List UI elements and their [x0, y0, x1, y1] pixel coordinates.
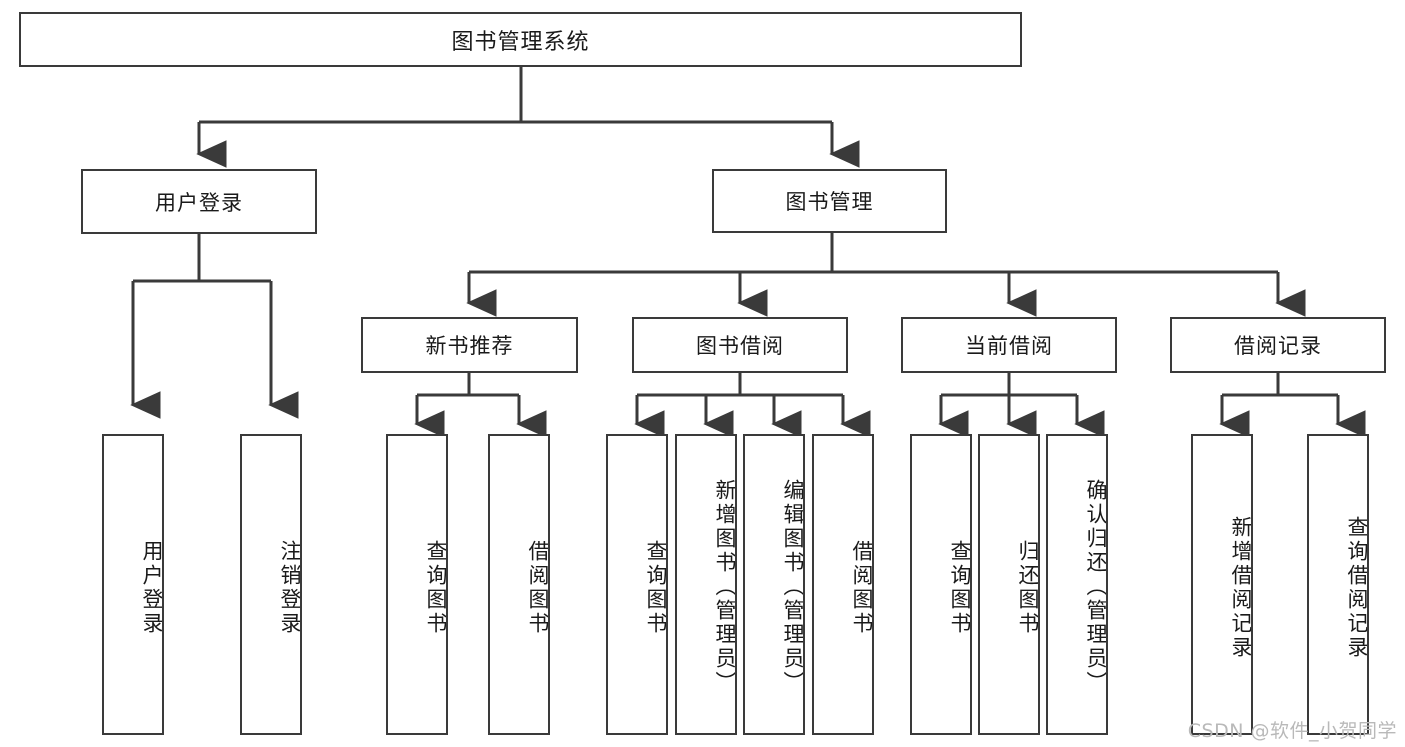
watermark-text: CSDN @软件_小贺同学 [1187, 720, 1397, 742]
node-root-book-management-system[interactable]: 图书管理系统 [19, 12, 1022, 67]
leaf-book-borrow-add-admin[interactable]: 新增图书（管理员） [675, 434, 737, 735]
leaf-current-borrow-query[interactable]: 查询图书 [910, 434, 972, 735]
node-label: 图书管理系统 [451, 29, 590, 55]
node-book-management[interactable]: 图书管理 [712, 169, 947, 233]
node-label: 查询图书 [424, 539, 448, 636]
node-new-book-recommend[interactable]: 新书推荐 [361, 317, 578, 373]
node-label: 图书管理 [785, 190, 874, 214]
leaf-new-book-query[interactable]: 查询图书 [386, 434, 448, 735]
node-label: 确认归还（管理员） [1084, 478, 1108, 695]
node-book-borrow[interactable]: 图书借阅 [632, 317, 848, 373]
leaf-user-login-signin[interactable]: 用户登录 [102, 434, 164, 735]
node-label: 用户登录 [155, 190, 243, 215]
node-label: 借阅图书 [526, 539, 550, 636]
node-label: 当前借阅 [965, 334, 1053, 358]
leaf-book-borrow-borrow[interactable]: 借阅图书 [812, 434, 874, 735]
node-label: 新增借阅记录 [1229, 515, 1253, 660]
leaf-records-query[interactable]: 查询借阅记录 [1307, 434, 1369, 735]
node-current-borrow[interactable]: 当前借阅 [901, 317, 1117, 373]
leaf-current-borrow-return[interactable]: 归还图书 [978, 434, 1040, 735]
node-label: 编辑图书（管理员） [781, 478, 805, 695]
node-label: 新书推荐 [425, 334, 514, 358]
node-label: 借阅图书 [850, 539, 874, 636]
node-user-login[interactable]: 用户登录 [81, 169, 317, 234]
leaf-user-login-signout[interactable]: 注销登录 [240, 434, 302, 735]
node-label: 查询图书 [948, 539, 972, 636]
node-label: 借阅记录 [1234, 334, 1322, 358]
node-label: 图书借阅 [696, 334, 784, 358]
node-borrow-records[interactable]: 借阅记录 [1170, 317, 1386, 373]
node-label: 注销登录 [278, 539, 302, 636]
node-label: 查询借阅记录 [1345, 515, 1369, 660]
leaf-book-borrow-query[interactable]: 查询图书 [606, 434, 668, 735]
leaf-book-borrow-edit-admin[interactable]: 编辑图书（管理员） [743, 434, 805, 735]
leaf-current-borrow-confirm-admin[interactable]: 确认归还（管理员） [1046, 434, 1108, 735]
node-label: 查询图书 [644, 539, 668, 636]
node-label: 用户登录 [140, 539, 164, 636]
leaf-records-add[interactable]: 新增借阅记录 [1191, 434, 1253, 735]
leaf-new-book-borrow[interactable]: 借阅图书 [488, 434, 550, 735]
node-label: 新增图书（管理员） [713, 478, 737, 695]
node-label: 归还图书 [1016, 539, 1040, 636]
